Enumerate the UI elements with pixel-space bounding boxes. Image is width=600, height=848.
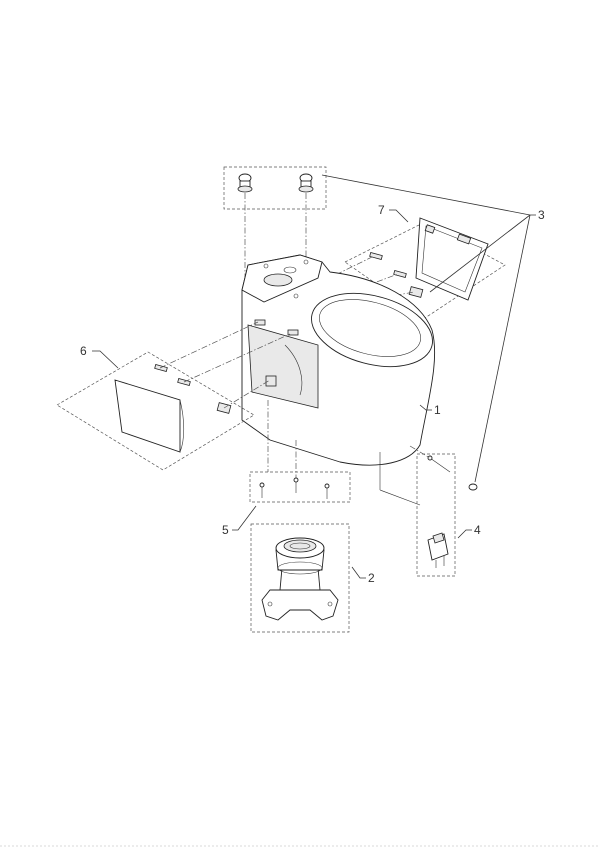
bracket-kit-group: [409, 445, 478, 577]
bolt-cap-kit-group: [223, 166, 327, 380]
clip-6a: [154, 364, 168, 372]
screw-left: [259, 482, 265, 498]
toilet-bowl: [241, 254, 436, 506]
callout-4: 4: [474, 523, 481, 537]
callout-1: 1: [434, 403, 441, 417]
bolt-cap-right: [298, 173, 314, 193]
clip-7c: [408, 286, 424, 298]
leader-3a: [321, 174, 536, 216]
leader-1: [419, 404, 432, 411]
leader-lines: [92, 174, 536, 579]
rear-cover-kit-box: [344, 221, 506, 319]
clip-7a: [369, 252, 383, 260]
bolt-cap-left: [237, 173, 253, 193]
leader-7: [389, 209, 409, 223]
flange-kit-box: [250, 523, 350, 633]
mounting-bolt: [427, 455, 451, 473]
screw-right: [324, 483, 330, 499]
side-cover-kit-group: [56, 321, 291, 471]
callout-6: 6: [80, 344, 87, 358]
clip-7b: [393, 270, 407, 278]
screw-kit-group: [249, 400, 351, 503]
mounting-bracket: [427, 532, 449, 568]
screw-middle: [293, 477, 299, 493]
rear-cover-kit-group: [263, 217, 506, 319]
callout-2: 2: [368, 571, 375, 585]
leader-4: [457, 529, 472, 539]
leader-3c: [429, 214, 531, 293]
callout-3: 3: [538, 208, 545, 222]
bolt-cap-washer: [468, 483, 478, 491]
leader-6: [92, 350, 119, 369]
flange-kit-group: [250, 523, 350, 633]
screw-kit-box: [249, 471, 351, 503]
side-cover-panel: [114, 379, 181, 453]
leader-5: [232, 505, 257, 531]
side-cover-kit-box: [56, 351, 255, 471]
leader-2: [351, 566, 366, 579]
callout-5: 5: [222, 523, 229, 537]
leader-3b: [474, 214, 531, 483]
bolt-cap-kit-box: [223, 166, 327, 210]
callout-7: 7: [378, 203, 385, 217]
floor-flange-adapter: [261, 537, 339, 621]
